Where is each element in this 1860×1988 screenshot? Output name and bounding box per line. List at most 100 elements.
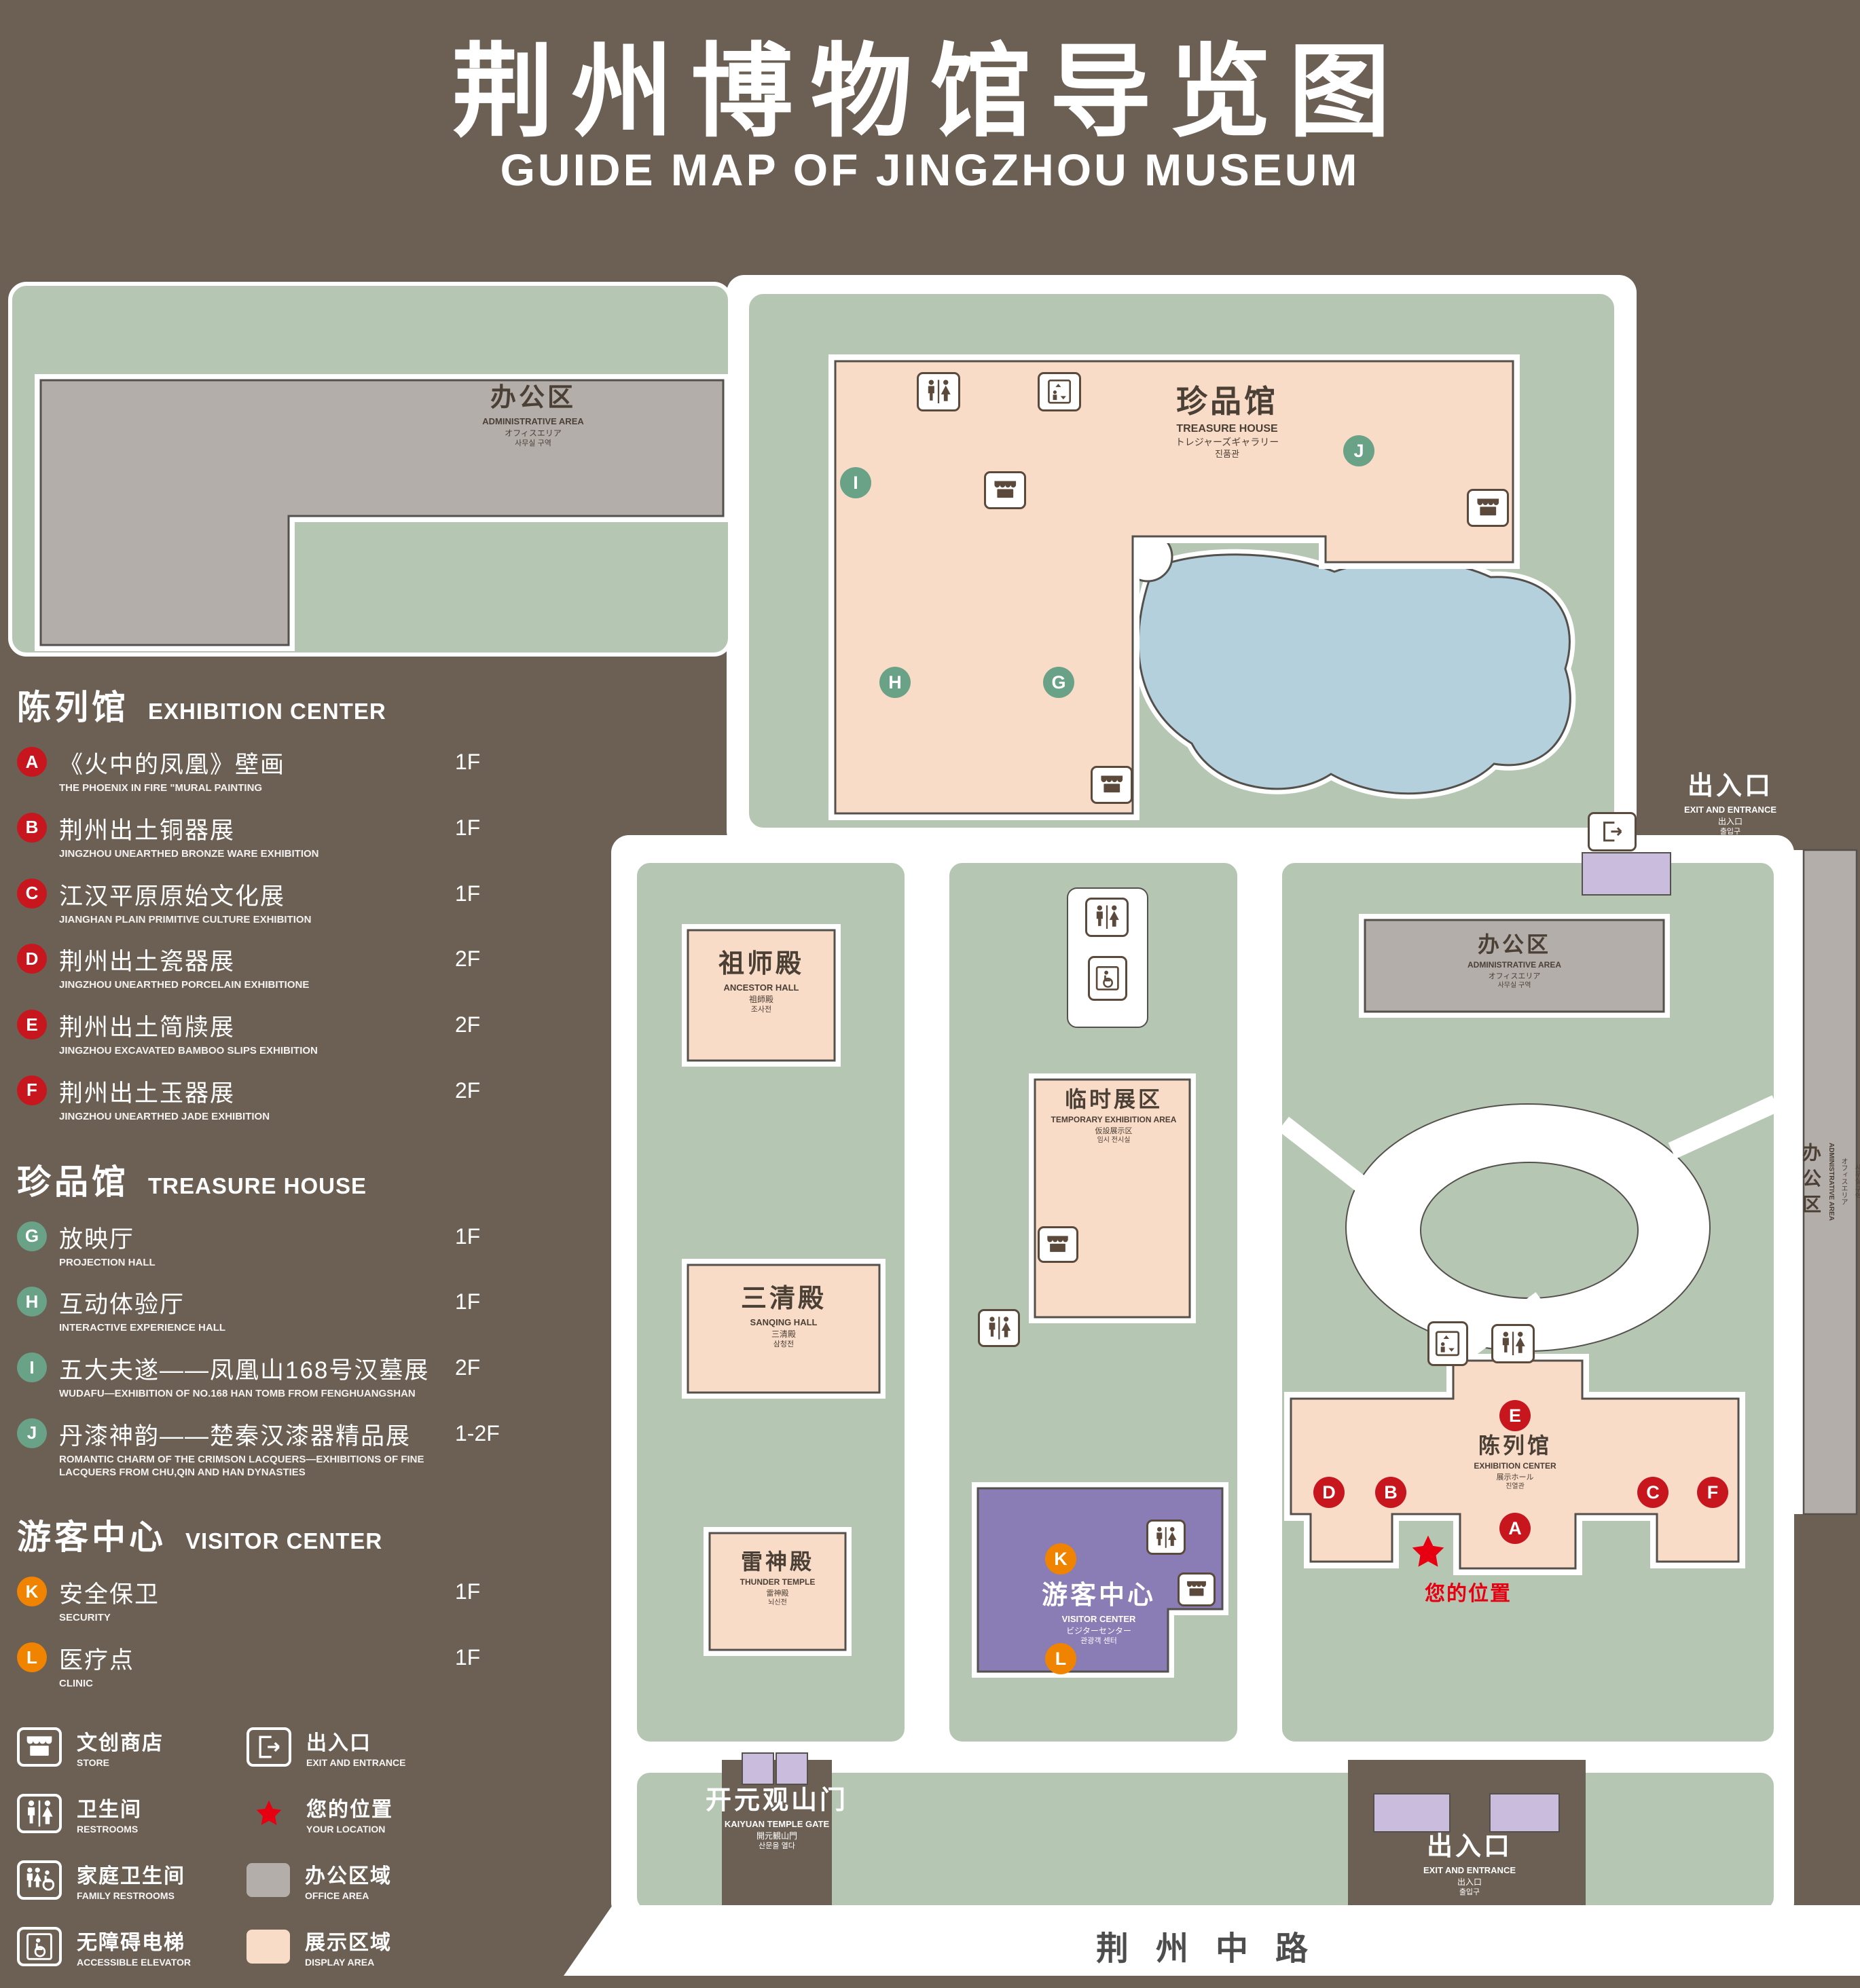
item-floor: 1F (455, 1579, 481, 1604)
ancestor-hall-en: ANCESTOR HALL (723, 982, 799, 993)
item-en: JINGZHOU UNEARTHED BRONZE WARE EXHIBITIO… (59, 847, 319, 860)
item-floor: 1-2F (455, 1420, 500, 1446)
symbol-en: ACCESSIBLE ELEVATOR (77, 1956, 192, 1968)
label-exit-bottom: 出入口 EXIT AND ENTRANCE 出入口 출입구 (1423, 1833, 1516, 1896)
marker-C-letter: C (1646, 1481, 1660, 1503)
symbol-restroom: 卫生间 RESTROOMS (17, 1792, 247, 1835)
restroom-icon (978, 1309, 1020, 1347)
marker-L: L (1045, 1643, 1076, 1674)
symbol-zh: 无障碍电梯 (77, 1931, 185, 1954)
exit-bottom-ja: 出入口 (1457, 1877, 1482, 1888)
gate-zh: 开元观山门 (705, 1786, 849, 1815)
item-zh: 《火中的凤凰》壁画 (59, 752, 286, 778)
exit-bottom-en: EXIT AND ENTRANCE (1423, 1864, 1516, 1875)
gate-pad-right (776, 1752, 808, 1785)
treasure-house-ja: トレジャーズギャラリー (1175, 437, 1279, 448)
item-zh: 丹漆神韵——楚秦汉漆器精品展 (59, 1422, 412, 1450)
thunder-temple-ja: 雷神殿 (766, 1589, 789, 1598)
label-road: 荆州中路 (1095, 1931, 1336, 1967)
treasure-house-ko: 진품관 (1215, 448, 1239, 459)
marker-L-letter: L (1055, 1648, 1067, 1669)
letter-badge: G (17, 1221, 47, 1251)
thunder-temple-zh: 雷神殿 (740, 1549, 815, 1574)
your-location-star-icon (1409, 1533, 1447, 1571)
admin-side-building (1802, 849, 1858, 1515)
symbol-zh: 展示区域 (305, 1931, 392, 1954)
marker-H-letter: H (888, 671, 902, 693)
store-icon (1178, 1572, 1216, 1606)
garden-lawn (1420, 1162, 1639, 1299)
item-en: ROMANTIC CHARM OF THE CRIMSON LACQUERS—E… (59, 1453, 424, 1478)
symbol-zh: 卫生间 (77, 1798, 142, 1821)
store-icon (984, 471, 1026, 509)
accessible-elevator-icon (17, 1926, 62, 1966)
symbol-display-area: 展示区域 DISPLAY AREA (247, 1926, 519, 1968)
exit-bottom-zh: 出入口 (1426, 1833, 1512, 1861)
admin-top-en: ADMINISTRATIVE AREA (482, 416, 584, 426)
admin-top-zh: 办公区 (490, 384, 576, 412)
temporary-area-en: TEMPORARY EXHIBITION AREA (1051, 1115, 1177, 1125)
restroom-icon (1146, 1520, 1186, 1555)
gate-en: KAIYUAN TEMPLE GATE (724, 1818, 830, 1829)
exit-right-zh: 出入口 (1687, 772, 1773, 800)
letter-badge: E (17, 1010, 47, 1039)
marker-D: D (1313, 1477, 1345, 1508)
section-title-en: EXHIBITION CENTER (148, 699, 386, 724)
restroom-icon (1085, 898, 1129, 937)
sanqing-hall-ko: 삼청전 (773, 1340, 795, 1349)
label-ancestor-hall: 祖师殿 ANCESTOR HALL 祖師殿 조사전 (718, 950, 804, 1014)
item-zh: 荆州出土玉器展 (59, 1080, 236, 1107)
admin-right-ko: 사무실 구역 (1497, 982, 1531, 990)
symbol-en: RESTROOMS (77, 1823, 139, 1835)
store-icon (1038, 1226, 1078, 1263)
section-title-en: TREASURE HOUSE (148, 1173, 367, 1198)
exit-right-ko: 출입구 (1719, 828, 1741, 836)
label-treasure-house: 珍品馆 TREASURE HOUSE トレジャーズギャラリー 진품관 (1175, 384, 1279, 459)
marker-A-letter: A (1508, 1517, 1522, 1539)
admin-side-ja: オフィスエリア (1840, 1158, 1847, 1205)
admin-side-en: ADMINISTRATIVE AREA (1827, 1142, 1835, 1221)
admin-top-ja: オフィスエリア (505, 428, 562, 439)
sanqing-hall-en: SANQING HALL (750, 1317, 818, 1327)
accessible-elevator-icon (1088, 956, 1127, 1001)
page-title: 荆州博物馆导览图 (452, 35, 1408, 149)
legend-section-exhibition-center: 陈列馆 EXHIBITION CENTER (17, 680, 519, 729)
symbol-zh: 文创商店 (77, 1731, 164, 1754)
letter-badge: L (17, 1642, 47, 1672)
marker-I-letter: I (853, 472, 858, 493)
admin-side-zh: 办公区 (1800, 1143, 1821, 1220)
visitor-center-ko: 관광객 센터 (1080, 1637, 1117, 1646)
label-admin-top: 办公区 ADMINISTRATIVE AREA オフィスエリア 사무실 구역 (482, 384, 584, 447)
symbol-zh: 您的位置 (306, 1798, 393, 1821)
ancestor-hall-ja: 祖師殿 (748, 995, 774, 1005)
section-title-en: VISITOR CENTER (185, 1528, 383, 1554)
marker-F: F (1697, 1477, 1728, 1508)
symbol-en: STORE (77, 1756, 109, 1768)
item-floor: 2F (455, 1355, 481, 1380)
item-zh: 五大夫遂——凤凰山168号汉墓展 (59, 1357, 430, 1384)
symbol-en: EXIT AND ENTRANCE (306, 1756, 406, 1768)
item-zh: 江汉平原原始文化展 (59, 883, 286, 910)
marker-I: I (840, 467, 871, 498)
exit-right-en: EXIT AND ENTRANCE (1683, 804, 1777, 815)
item-en: PROJECTION HALL (59, 1256, 156, 1268)
garden-walk-1 (1278, 1116, 1387, 1208)
exhibition-center-ja: 展示ホール (1496, 1473, 1534, 1482)
marker-H: H (879, 667, 911, 698)
page-subtitle: GUIDE MAP OF JINGZHOU MUSEUM (500, 145, 1360, 195)
item-en: JINGZHOU UNEARTHED PORCELAIN EXHIBITIONE (59, 979, 310, 991)
symbol-en: DISPLAY AREA (305, 1956, 375, 1968)
item-floor: 2F (455, 946, 481, 972)
exit-right-ja: 出入口 (1717, 817, 1743, 827)
